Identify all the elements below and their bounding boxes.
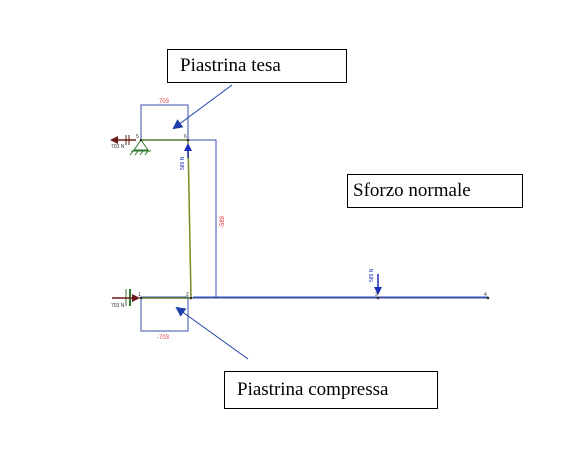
reaction-top [110, 135, 136, 145]
node-label-6: 6 [184, 134, 187, 140]
reaction-bottom [112, 294, 140, 302]
node-label-5: 5 [136, 134, 139, 140]
node-5 [139, 138, 143, 142]
nodes [139, 138, 490, 300]
reaction-top-label: 703 N [111, 144, 125, 150]
node-label-4: 4 [484, 292, 487, 298]
reaction-bottom-label: 703 N [111, 303, 125, 309]
node-label-3: 3 [375, 292, 378, 298]
column-member [187, 139, 192, 299]
arrow-to-bottom-plate [175, 306, 249, 360]
callout-piastrina-compressa: Piastrina compressa [224, 371, 438, 409]
load-beam-point [374, 274, 382, 295]
node-1 [139, 296, 143, 300]
load-column-top [184, 143, 192, 158]
load-beam-point-label: 589 N [369, 268, 375, 282]
hinge-support-top [129, 139, 151, 156]
node-label-1: 1 [138, 292, 141, 298]
column-value: -589 [220, 215, 226, 228]
node-2 [189, 296, 193, 300]
node-label-2: 2 [186, 292, 189, 298]
node-3 [376, 296, 380, 300]
callout-piastrina-tesa: Piastrina tesa [167, 49, 347, 83]
axial-force-diagram [140, 104, 488, 332]
top-plate-value: 703 [159, 99, 170, 105]
load-column-top-label: 589 N [180, 156, 186, 170]
bottom-plate-diagram [140, 296, 189, 332]
arrow-to-top-plate [172, 84, 233, 130]
callout-sforzo-normale: Sforzo normale [347, 174, 523, 208]
node-4 [486, 296, 490, 300]
column-diagram [188, 139, 217, 298]
bottom-plate-value: -703 [157, 335, 170, 341]
structure-members [141, 139, 488, 299]
node-6 [186, 138, 190, 142]
